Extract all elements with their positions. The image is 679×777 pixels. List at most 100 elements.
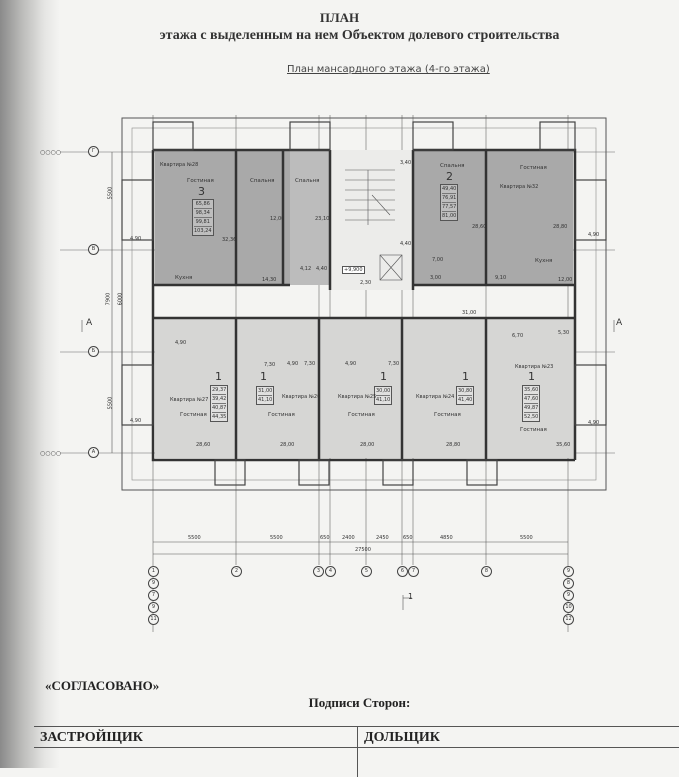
room-area: 6,70 (512, 333, 524, 339)
area-value: 81,00 (442, 213, 457, 219)
apartment-26-rooms: 1 (260, 370, 267, 383)
apartment-28-rooms: 3 (198, 185, 205, 198)
room-kitchen-28: Кухня (175, 275, 193, 281)
balcony-area: 4,90 (588, 232, 600, 238)
room-living-27: Гостиная (180, 412, 207, 418)
dim-bottom: 2400 (342, 535, 355, 541)
room-area: 28,60 (472, 224, 487, 230)
room-area: 28,80 (553, 224, 568, 230)
area-value: 39,42 (212, 396, 227, 404)
apartment-27-label: Квартира №27 (170, 397, 209, 403)
axis-row-g: Г (88, 146, 99, 157)
axis-row-v: В (88, 244, 99, 255)
shareholder-header: ДОЛЬЩИК (364, 730, 440, 745)
area-value: 76,91 (442, 195, 457, 203)
area-value: 98,34 (194, 210, 212, 218)
room-area: 23,10 (315, 216, 330, 222)
apartment-25-areas: 30,00 41,10 (374, 386, 393, 405)
room-area: 4,40 (316, 266, 328, 272)
axis-row-a: А (88, 447, 99, 458)
apartment-26-areas: 31,00 41,10 (256, 386, 275, 405)
axis-col: 11 (148, 614, 159, 625)
dim-bottom: 4850 (440, 535, 453, 541)
area-value: 35,60 (524, 387, 539, 395)
section-mark-right: А (616, 318, 623, 328)
room-area: 12,00 (270, 216, 285, 222)
area-value: 65,86 (194, 201, 212, 209)
axis-col: 5 (361, 566, 372, 577)
area-value: 52,50 (524, 414, 539, 420)
area-value: 77,57 (442, 204, 457, 212)
doc-title: ПЛАН (319, 10, 360, 25)
axis-col: 2 (231, 566, 242, 577)
room-area: 4,40 (400, 241, 412, 247)
dim-bottom: 650 (403, 535, 413, 541)
room-area: 7,00 (432, 257, 444, 263)
area-value: 41,10 (258, 397, 273, 403)
apartment-24-label: Квартира №24 (416, 394, 455, 400)
section-mark-left: А (86, 318, 93, 328)
section-1-mark: 1 (408, 592, 414, 601)
room-area: 4,90 (175, 340, 187, 346)
room-area: 2,30 (360, 280, 372, 286)
area-value: 30,00 (376, 388, 391, 396)
apartment-23-areas: 35,60 47,60 49,87 52,50 (522, 385, 541, 422)
room-bedroom-28a: Спальня (250, 178, 275, 184)
dim-total: 27500 (355, 547, 371, 553)
room-area: 12,00 (558, 277, 573, 283)
apartment-24-areas: 30,80 41,40 (456, 386, 475, 405)
dim-bottom: 5500 (270, 535, 283, 541)
apartment-24-rooms: 1 (462, 370, 469, 383)
room-living-28: Гостиная (187, 178, 214, 184)
axis-col: 12 (563, 614, 574, 625)
apartment-32-rooms: 2 (446, 170, 453, 183)
axis-col: 8 (563, 578, 574, 589)
axis-col: 7 (148, 590, 159, 601)
developer-header: ЗАСТРОЙЩИК (40, 730, 143, 745)
area-value: 40,87 (212, 405, 227, 413)
dim-bottom: 2450 (376, 535, 389, 541)
apartment-26-label: Квартира №26 (282, 394, 321, 400)
axis-leader-dots: ○○○○ (40, 149, 61, 156)
room-area: 28,80 (446, 442, 461, 448)
table-divider (34, 747, 679, 748)
room-area: 32,36 (222, 237, 237, 243)
dim-bottom: 5500 (520, 535, 533, 541)
room-living-32: Гостиная (520, 165, 547, 171)
apartment-32-areas: 49,40 76,91 77,57 81,00 (440, 184, 459, 221)
signatures-table: ЗАСТРОЙЩИК ДОЛЬЩИК (34, 726, 679, 777)
doc-subtitle: этажа с выделенным на нем Объектом долев… (159, 28, 560, 43)
apartment-25-label: Квартира №25 (338, 394, 377, 400)
area-value: 30,80 (458, 388, 473, 396)
axis-row-b: Б (88, 346, 99, 357)
balcony-area: 4,90 (130, 236, 142, 242)
room-area: 5,30 (558, 330, 570, 336)
shareholder-cell: ДОЛЬЩИК (358, 727, 679, 777)
dim-bottom: 5500 (188, 535, 201, 541)
room-area: 7,30 (304, 361, 316, 367)
room-bedroom-32: Спальня (440, 163, 465, 169)
room-area: 4,12 (300, 266, 312, 272)
room-living-26: Гостиная (268, 412, 295, 418)
signatures-heading: Подписи Сторон: (308, 695, 411, 710)
axis-col: 4 (325, 566, 336, 577)
room-bedroom-28b: Спальня (295, 178, 320, 184)
agreed-label: «СОГЛАСОВАНО» (45, 678, 160, 693)
room-area: 3,40 (400, 160, 412, 166)
room-area: 31,00 (462, 310, 477, 316)
room-area: 28,00 (360, 442, 375, 448)
apartment-32-label: Квартира №32 (500, 184, 539, 190)
axis-leader-dots: ○○○○ (40, 450, 61, 457)
room-living-24: Гостиная (434, 412, 461, 418)
room-area: 28,00 (280, 442, 295, 448)
room-area: 28,60 (196, 442, 211, 448)
axis-col: 1 (148, 566, 159, 577)
axis-col: 8 (481, 566, 492, 577)
apartment-25-rooms: 1 (380, 370, 387, 383)
apartment-27-areas: 29,37 39,42 40,87 44,35 (210, 385, 229, 422)
area-value: 31,00 (258, 388, 273, 396)
room-kitchen-32: Кухня (535, 258, 553, 264)
area-value: 41,10 (376, 397, 391, 403)
dim-left: 5500 (107, 396, 114, 410)
